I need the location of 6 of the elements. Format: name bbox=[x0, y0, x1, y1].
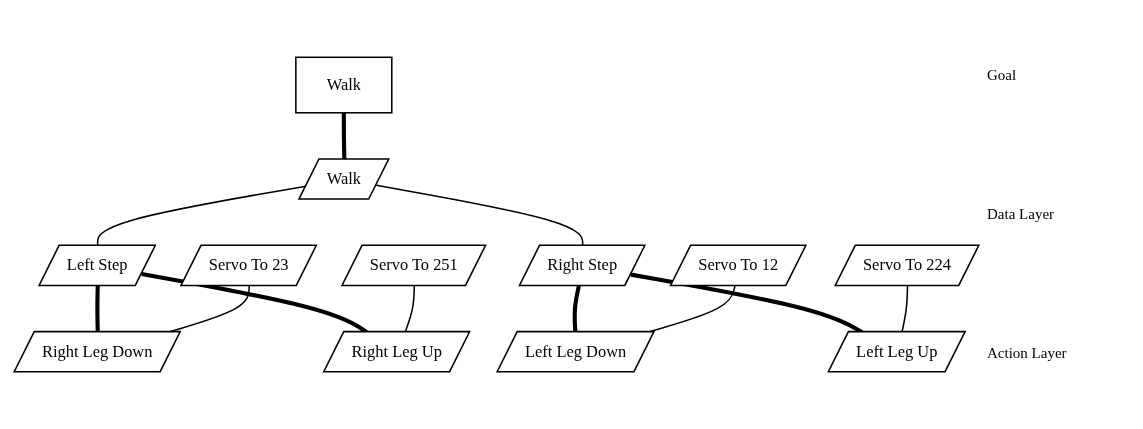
node-box: Walk bbox=[295, 56, 393, 114]
connector bbox=[630, 272, 863, 334]
layer-label: Action Layer bbox=[987, 345, 1068, 362]
layer-label: Data Layer bbox=[987, 206, 1056, 223]
connector bbox=[341, 112, 347, 160]
layer-label: Goal bbox=[987, 67, 1018, 84]
